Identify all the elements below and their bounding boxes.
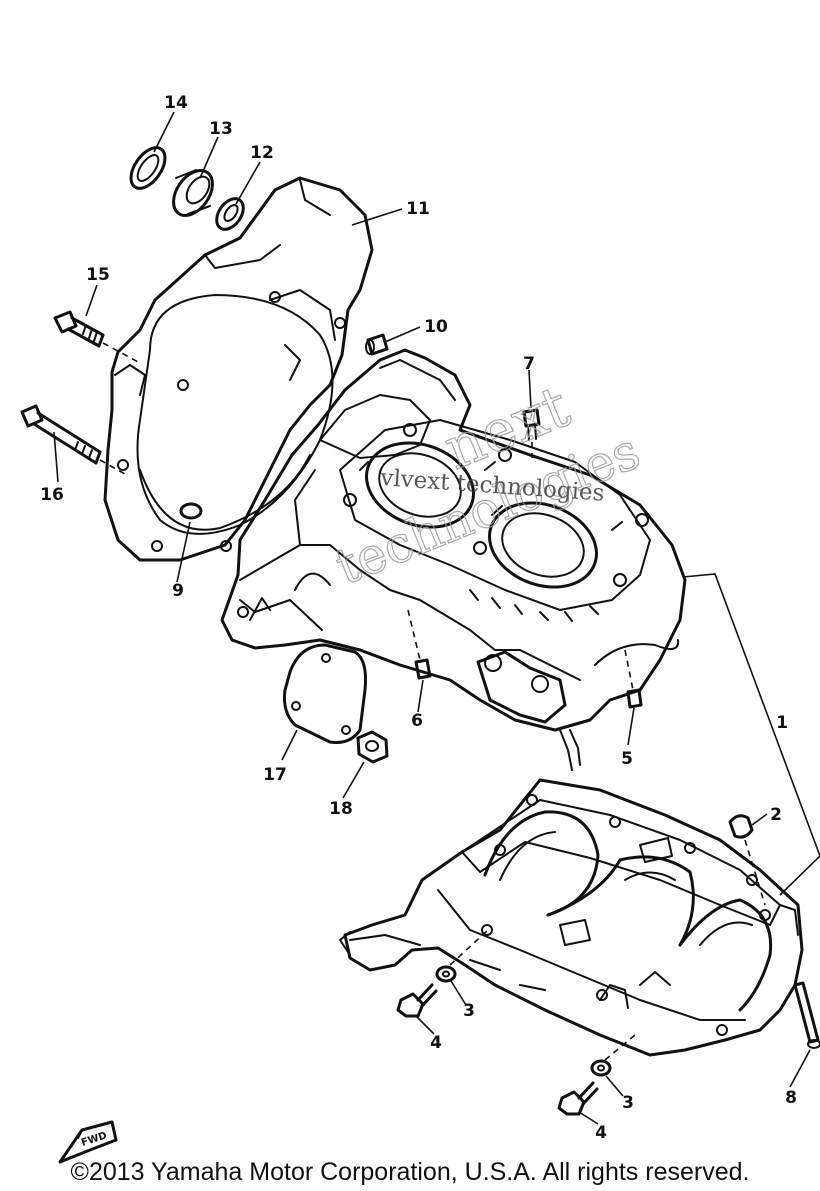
callout-7: 7 [523,354,535,374]
upper-crankcase [220,348,687,732]
dowel-pin-part-2 [728,814,754,839]
dowel-pin-part-6 [414,658,432,680]
nut-part-18 [356,730,389,764]
bolt-part-15 [53,310,105,348]
dowel-pin-part-10 [365,333,389,356]
callout-11: 11 [406,199,430,219]
leader-lines [53,111,820,1125]
crankcase-gasket-edge [559,729,581,771]
bearing-part-13 [172,169,214,217]
callout-8: 8 [785,1088,797,1108]
callout-3-right: 3 [622,1093,634,1113]
washer-part-3-left [435,965,457,983]
washer-part-3-right [590,1059,612,1077]
dowel-6-axis [407,609,421,661]
callout-16: 16 [40,485,64,505]
callout-5: 5 [621,749,633,769]
watermark: next technologies vlvext technologies [327,371,648,596]
callout-15: 15 [86,265,110,285]
bolt-part-7 [522,408,541,441]
bolt-16-axis [99,459,126,475]
lower-crankcase [339,778,804,1057]
bolt-part-4-left [396,983,438,1018]
callout-17: 17 [263,765,287,785]
callout-12: 12 [250,143,274,163]
callout-4-left: 4 [430,1033,442,1053]
callout-6: 6 [411,711,423,731]
crankcase-cover-part-11 [103,176,374,562]
bolt-part-16 [20,404,102,465]
callout-14: 14 [164,93,188,113]
plug-part-9 [179,502,203,520]
bolt-4-axis-left [449,929,489,966]
bolt-15-axis [102,342,141,364]
callout-13: 13 [209,119,233,139]
dowel-2-axis [744,839,766,906]
forward-direction-badge: FWD [58,1120,118,1164]
bolt-part-4-right [557,1081,599,1116]
bearing-part-12 [215,197,245,231]
callout-4-right: 4 [595,1123,607,1143]
dowel-5-axis [624,649,634,691]
callout-numbers: 1 2 3 4 3 4 5 6 7 8 9 10 11 12 13 14 15 … [40,93,797,1143]
callout-9: 9 [172,581,184,601]
callout-3-left: 3 [463,1001,475,1021]
callout-10: 10 [424,317,448,337]
callout-2: 2 [770,805,782,825]
oil-seal-part-14 [129,146,167,190]
dowel-pin-part-5 [626,688,643,709]
callout-1: 1 [776,713,788,733]
copyright-notice: ©2013 Yamaha Motor Corporation, U.S.A. A… [70,1158,750,1186]
cover-plate-part-17 [283,643,367,744]
stud-bolt-part-8 [793,981,820,1049]
callout-18: 18 [329,799,353,819]
